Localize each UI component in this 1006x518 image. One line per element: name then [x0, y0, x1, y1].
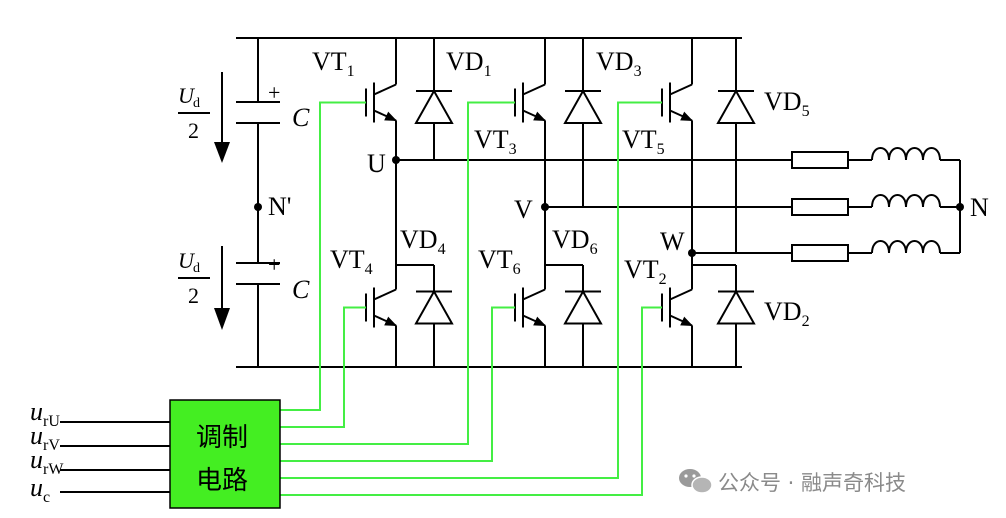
svg-text:VT6: VT6: [478, 245, 521, 278]
gate-wire-1: [280, 101, 366, 411]
phase-w-label: W: [660, 227, 685, 256]
svg-text:2: 2: [188, 283, 199, 308]
switch-labels: VT1 VD1 VD3 VT3 VT5 VD5 VT4 VD4 VT6 VD6 …: [312, 47, 810, 330]
cap-bottom-label: C: [292, 275, 310, 304]
svg-text:VD4: VD4: [400, 225, 446, 258]
svg-text:VT3: VT3: [474, 125, 517, 158]
ud-half-top: U d 2: [178, 72, 230, 163]
gate-wire-6: [280, 306, 662, 496]
gate-wire-3: [280, 101, 515, 445]
capacitor-bottom: + C: [236, 252, 310, 304]
igbt-bottom-v: [514, 265, 547, 350]
input-u-rw: urW: [30, 445, 64, 478]
svg-text:VT1: VT1: [312, 47, 355, 80]
input-u-c: uc: [30, 473, 50, 506]
plus-top: +: [268, 80, 280, 105]
gate-wire-5: [280, 101, 662, 479]
svg-text:VT5: VT5: [622, 125, 665, 158]
svg-text:VD1: VD1: [446, 47, 492, 80]
svg-text:2: 2: [188, 118, 199, 143]
input-u-rv: urV: [30, 421, 60, 454]
plus-bottom: +: [268, 252, 280, 277]
modulation-circuit: 调制 电路: [169, 399, 281, 509]
load-branch-3: [791, 240, 960, 262]
gate-wire-2: [280, 306, 366, 428]
inverter-legs: [365, 38, 756, 367]
dc-neutral-label: N': [268, 192, 291, 221]
igbt-top-w: [661, 60, 694, 145]
igbt-top-v: [514, 60, 547, 145]
load-network: N: [392, 147, 989, 262]
diode-top-u: [414, 64, 454, 150]
svg-text:U: U: [178, 248, 196, 273]
gate-drive-wires: [280, 101, 662, 496]
dc-bus: [236, 37, 742, 368]
input-u-ru: urU: [30, 397, 60, 430]
diode-top-w: [716, 64, 756, 150]
igbt-top-u: [365, 60, 398, 145]
wechat-icon: [679, 469, 713, 494]
load-branch-2: [791, 194, 960, 216]
mod-label-2: 电路: [196, 466, 248, 496]
igbt-bottom-u: [365, 265, 398, 350]
watermark: 公众号 · 融声奇科技: [679, 469, 906, 495]
gate-wire-4: [280, 306, 515, 462]
svg-text:VD3: VD3: [596, 47, 642, 80]
svg-text:U: U: [178, 83, 196, 108]
load-neutral-label: N: [970, 193, 989, 222]
ud-half-bottom: U d 2: [178, 246, 230, 330]
svg-text:VD6: VD6: [552, 225, 598, 258]
phase-u-label: U: [367, 149, 386, 178]
input-signals: urU urV urW uc: [30, 397, 170, 506]
svg-text:VT4: VT4: [330, 245, 373, 278]
watermark-text: 公众号 · 融声奇科技: [718, 471, 906, 495]
svg-text:VD2: VD2: [764, 297, 810, 330]
capacitor-top: + C: [236, 80, 310, 132]
svg-text:d: d: [193, 96, 200, 111]
load-branch-1: [791, 147, 960, 169]
phase-v-label: V: [514, 195, 533, 224]
mod-label-1: 调制: [196, 423, 248, 453]
diode-bottom-v: [563, 265, 603, 350]
cap-top-label: C: [292, 103, 310, 132]
svg-text:VD5: VD5: [764, 87, 810, 120]
igbt-bottom-w: [661, 265, 694, 350]
diode-bottom-u: [414, 265, 454, 350]
svg-text:VT2: VT2: [624, 255, 667, 288]
diode-bottom-w: [716, 265, 756, 350]
svg-text:d: d: [193, 261, 200, 276]
diode-top-v: [563, 64, 603, 150]
